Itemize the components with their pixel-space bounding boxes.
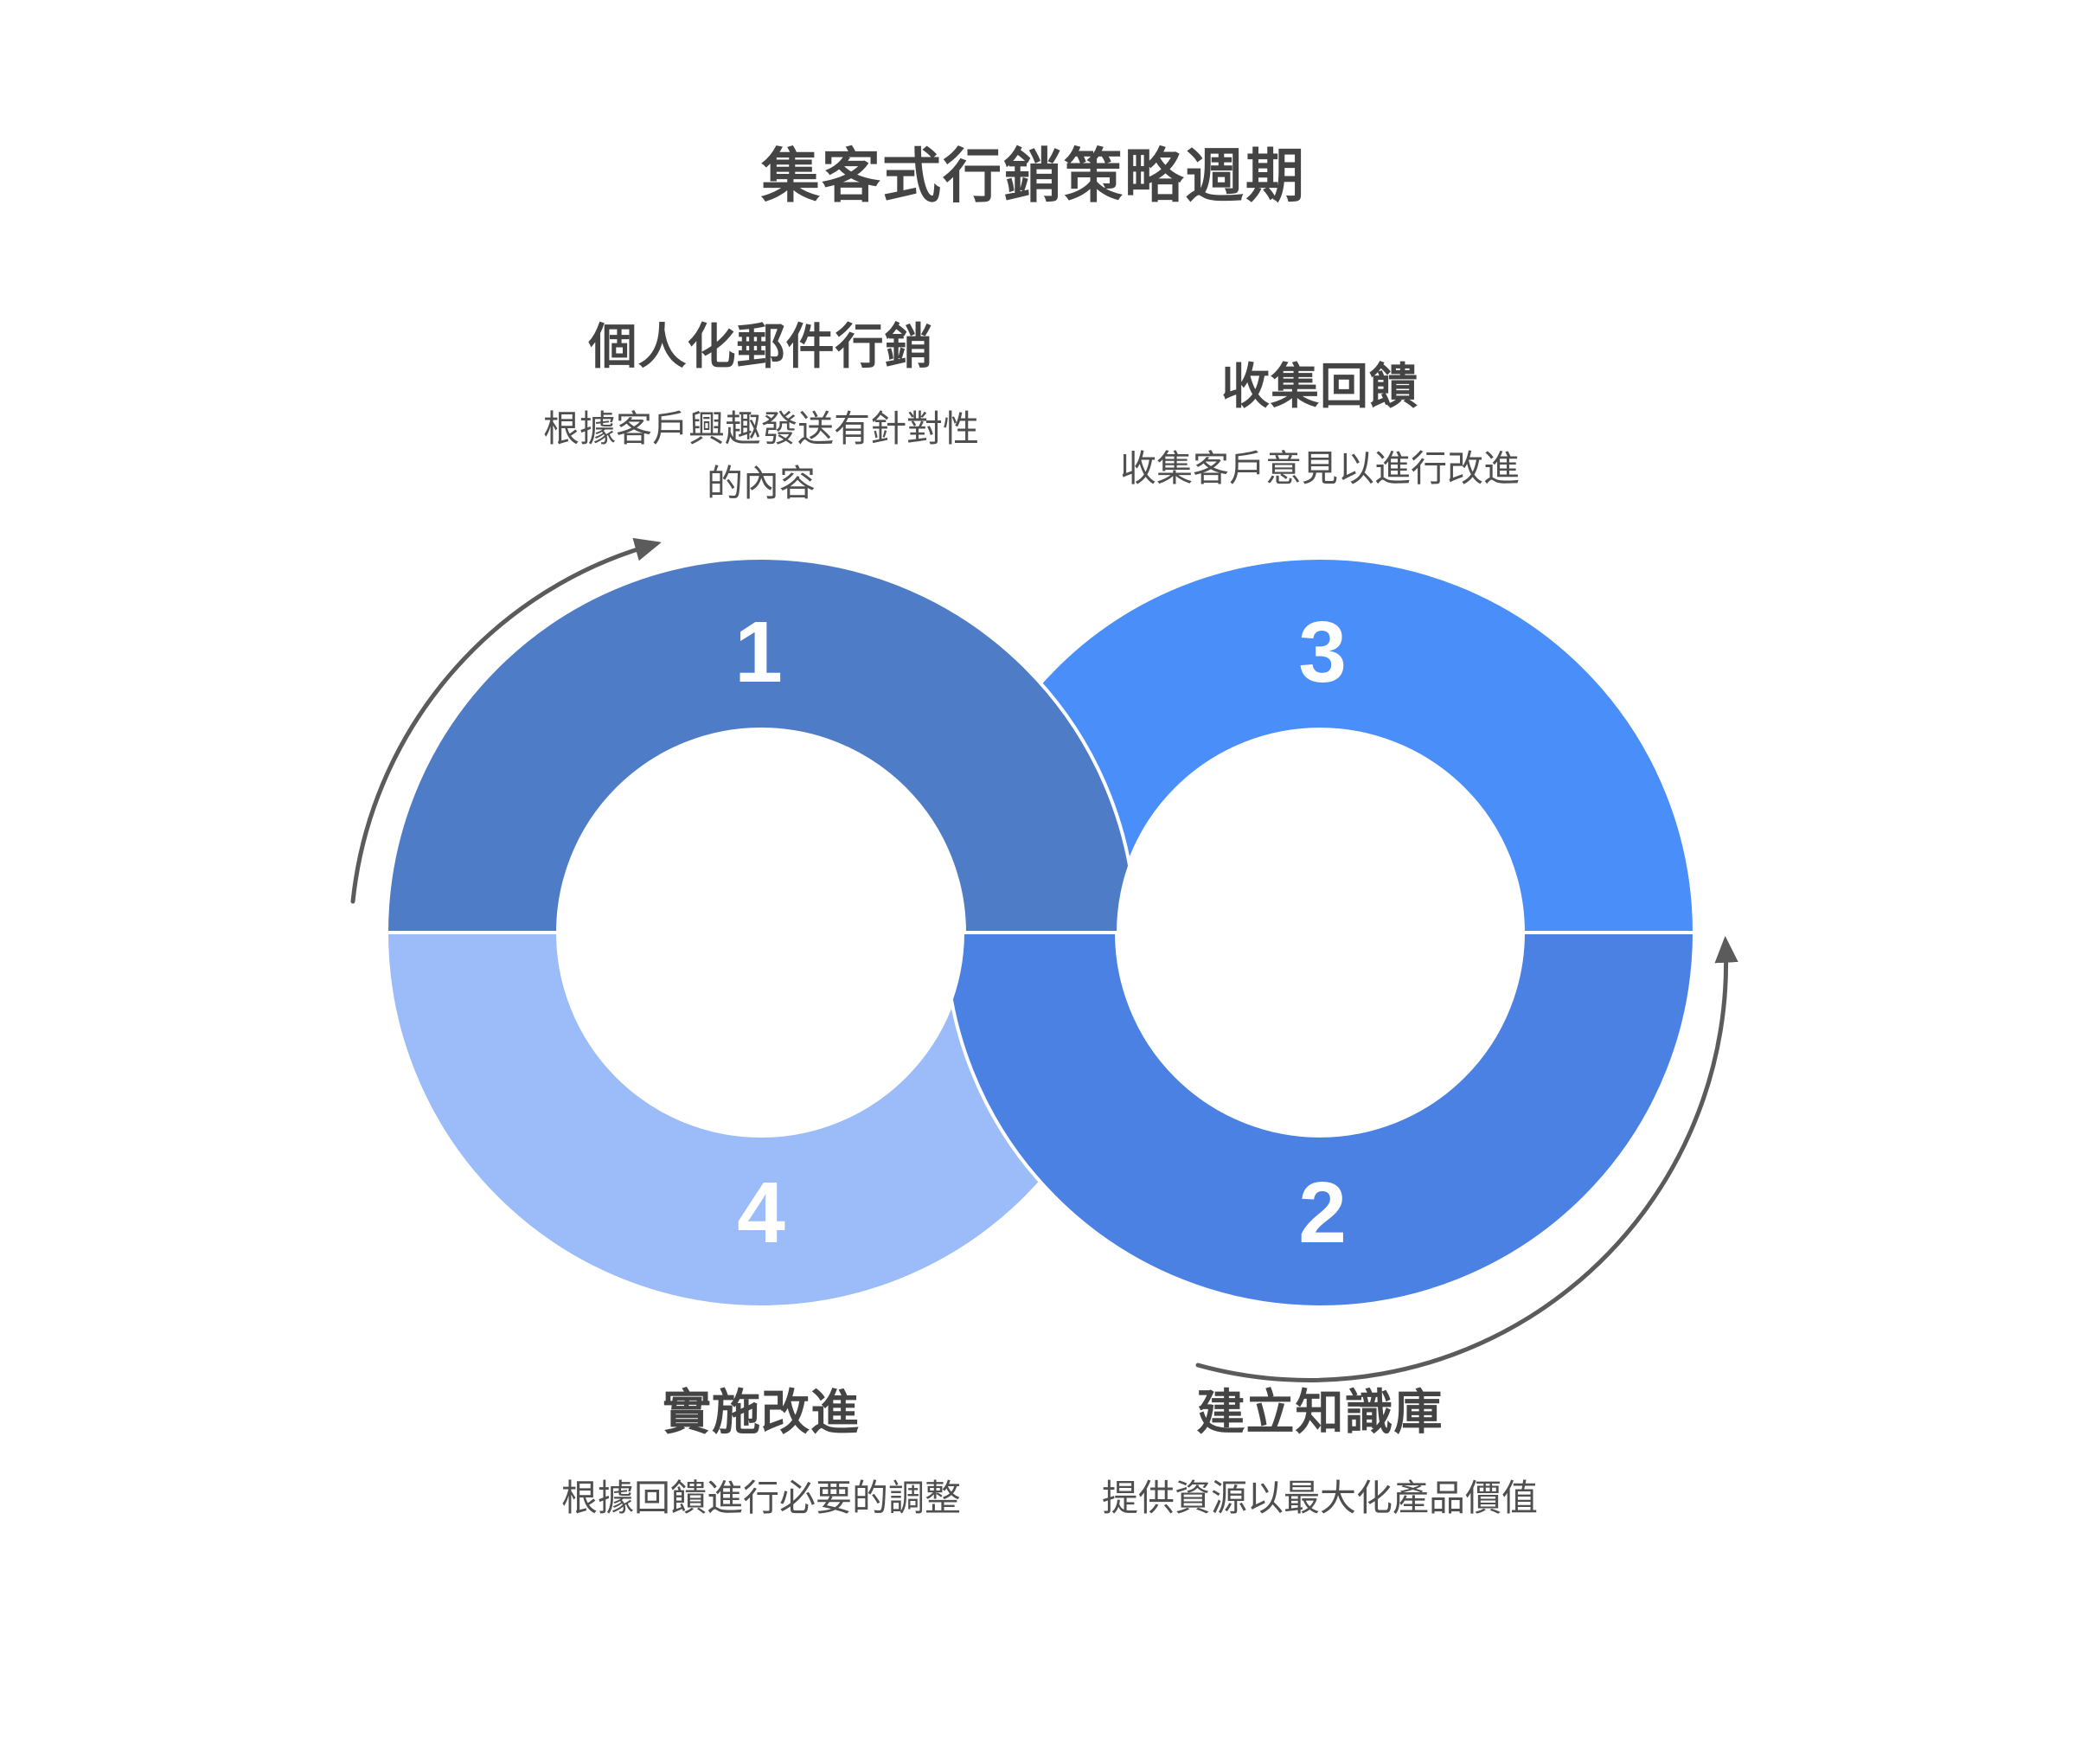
left-ring-hole	[558, 729, 964, 1136]
step-4-description: 根據回饋進行必要的調整	[560, 1478, 961, 1518]
cycle-arrow-left	[350, 537, 662, 904]
cycle-arrow-right	[1195, 935, 1738, 1382]
step-1-description: 根據客戶興趣發送有針對性的內容	[542, 408, 979, 503]
step-3-label: 收集回饋	[1221, 359, 1418, 414]
step-2-number: 2	[1298, 1164, 1347, 1261]
page-title: 集客式行銷策略週期	[760, 144, 1306, 209]
step-1-number: 1	[734, 604, 783, 701]
step-4-number: 4	[737, 1164, 785, 1261]
step-4-label: 實施改進	[663, 1385, 860, 1439]
step-2-description: 提供資源以最大化產品價值	[1101, 1478, 1538, 1518]
step-1-label: 個人化郵件行銷	[588, 319, 934, 374]
right-ring-hole	[1117, 729, 1523, 1136]
step-3-description: 收集客戶意見以進行改進	[1119, 448, 1520, 489]
step-2-label: 建立知識庫	[1196, 1385, 1444, 1439]
step-3-number: 3	[1298, 604, 1347, 701]
